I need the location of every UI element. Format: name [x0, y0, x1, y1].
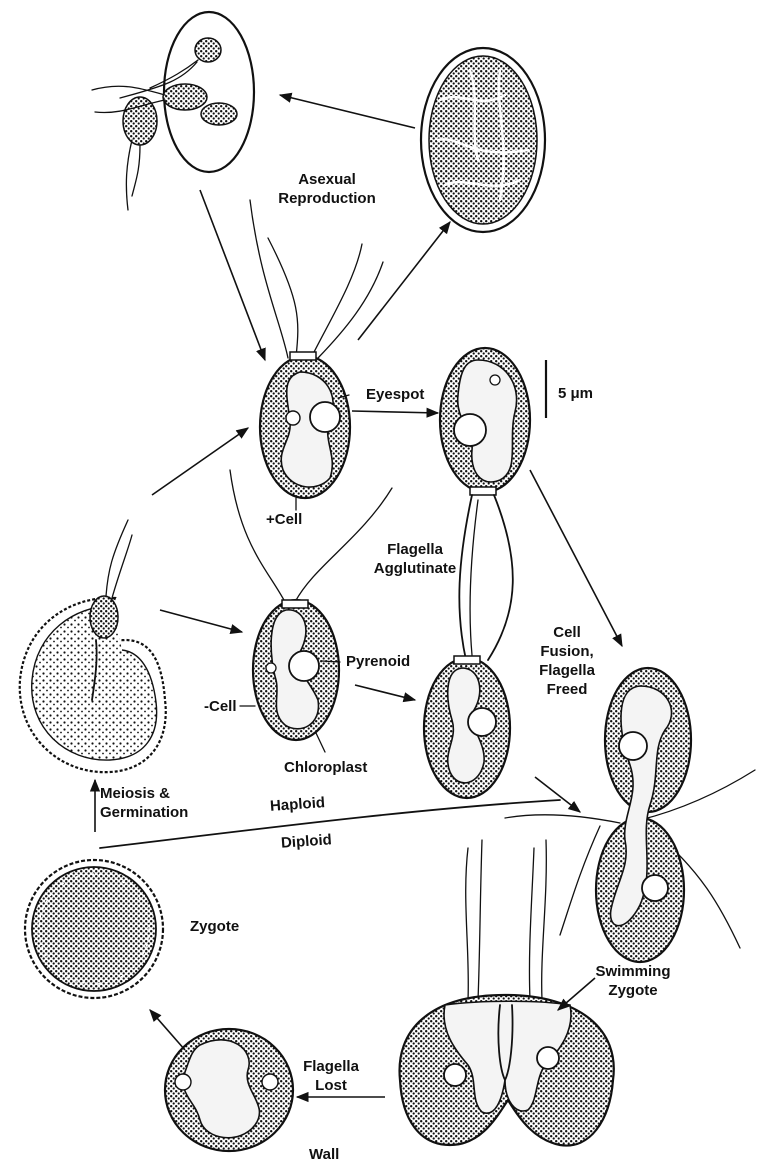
mature-zygote: [25, 860, 163, 998]
label-minus-cell: -Cell: [204, 697, 237, 716]
zygote-losing-flagella: [400, 840, 614, 1146]
sporangium-releasing-cells: [92, 12, 254, 210]
gamete-upper-right: [440, 348, 530, 495]
minus-cell: [230, 470, 392, 740]
label-diploid: Diploid: [280, 830, 332, 852]
label-swimming-zygote: Swimming Zygote: [588, 962, 678, 1000]
label-flagella-lost: Flagella Lost: [296, 1057, 366, 1095]
gamete-lower-center: [424, 656, 510, 798]
label-asexual-reproduction: Asexual Reproduction: [272, 170, 382, 208]
label-plus-cell: +Cell: [266, 510, 302, 529]
label-zygote: Zygote: [190, 917, 239, 936]
label-scale-bar: 5 μm: [558, 384, 593, 403]
plus-cell: [250, 200, 383, 498]
label-wall: Wall: [309, 1145, 339, 1164]
swimming-zygote: [505, 668, 755, 962]
label-flagella-agglutinate: Flagella Agglutinate: [360, 540, 470, 578]
label-meiosis-germination: Meiosis & Germination: [100, 784, 188, 822]
zygote-forming-wall: [165, 1029, 293, 1151]
germinating-zygote: [20, 520, 166, 772]
label-cell-fusion: Cell Fusion, Flagella Freed: [532, 623, 602, 699]
sporangium-with-daughter-cells: [421, 48, 545, 232]
label-chloroplast: Chloroplast: [284, 758, 367, 777]
label-haploid: Haploid: [269, 793, 325, 816]
label-pyrenoid: Pyrenoid: [346, 652, 410, 671]
label-eyespot: Eyespot: [366, 385, 424, 404]
